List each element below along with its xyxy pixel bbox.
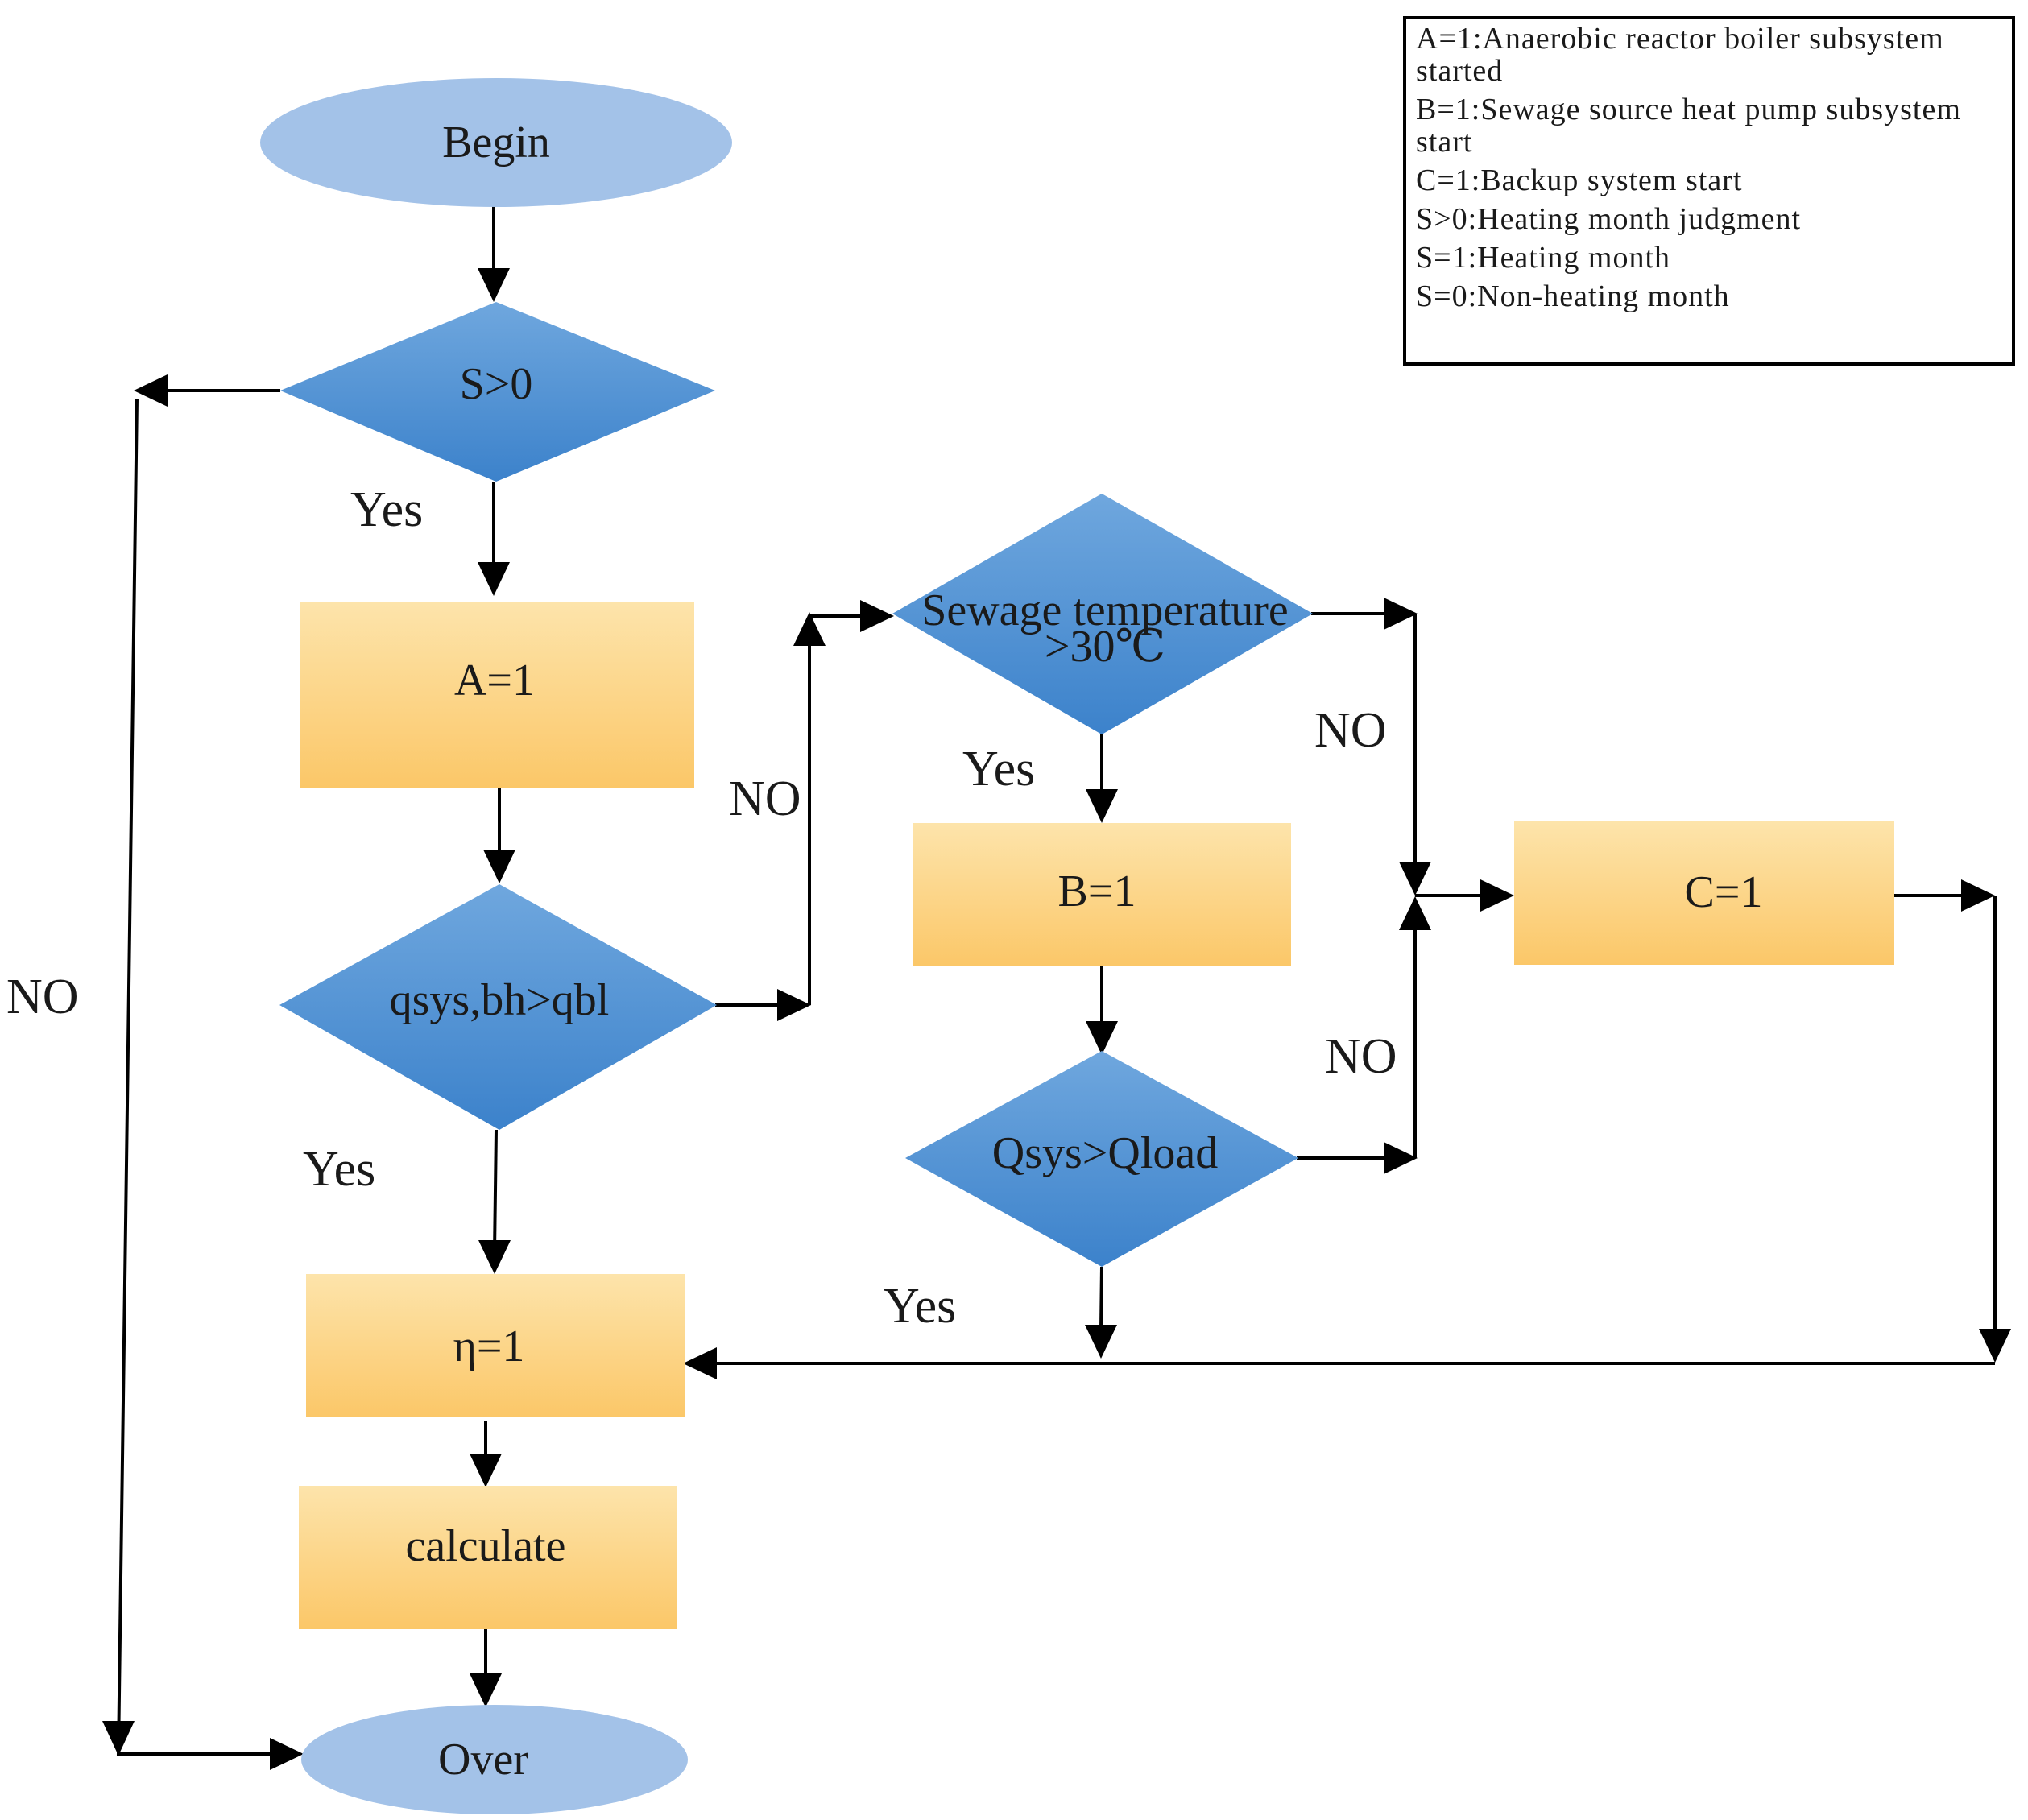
a-process-label: A=1	[454, 656, 535, 705]
arrowhead	[683, 1347, 717, 1379]
a-process	[300, 602, 694, 788]
arrowhead	[860, 600, 894, 632]
c-process	[1514, 821, 1894, 965]
edge-label-qload-no: NO	[1325, 1029, 1397, 1084]
edge-q-no	[715, 614, 862, 1007]
over-label: Over	[438, 1735, 528, 1785]
arrowhead	[1979, 1329, 2011, 1363]
edge-sewage-no	[1311, 612, 1417, 862]
calculate-process	[299, 1486, 677, 1629]
begin-terminal	[260, 78, 732, 207]
arrowhead	[102, 1721, 135, 1756]
sewage-decision	[892, 494, 1313, 734]
sewage-decision-label-1: Sewage temperature	[921, 585, 1289, 635]
legend-item: S=1:Heating month	[1416, 241, 1671, 275]
edge-qload-yes	[1099, 1266, 1103, 1330]
arrowhead	[1085, 1325, 1117, 1359]
edge-qload-no	[1297, 926, 1417, 1160]
arrowhead	[1399, 862, 1431, 896]
arrowhead	[134, 374, 168, 407]
legend-box: A=1:Anaerobic reactor boiler subsystem s…	[1403, 16, 2015, 366]
arrowhead	[470, 1454, 502, 1487]
c-process-label: C=1	[1685, 867, 1763, 917]
arrowhead	[1480, 879, 1514, 912]
legend-item: S=0:Non-heating month	[1416, 279, 1730, 313]
edge-q-yes	[493, 1129, 498, 1253]
arrowhead	[270, 1738, 304, 1770]
arrowhead	[478, 562, 510, 596]
begin-label: Begin	[442, 118, 550, 168]
edge-label-qload-yes: Yes	[884, 1279, 956, 1334]
sewage-decision-label-2: >30℃	[1045, 622, 1165, 672]
arrowhead	[793, 612, 826, 646]
legend-item: A=1:Anaerobic reactor boiler subsystem s…	[1416, 22, 1944, 88]
eta-process	[306, 1274, 685, 1417]
arrowhead	[1399, 896, 1431, 930]
edge-label-s-no: NO	[6, 970, 79, 1024]
edge-label-q-yes: Yes	[303, 1142, 375, 1197]
b-process	[913, 823, 1291, 966]
legend-item: C=1:Backup system start	[1416, 163, 1743, 197]
arrowhead	[777, 989, 811, 1021]
q-decision-label: qsys,bh>qbl	[390, 975, 610, 1025]
legend-item: B=1:Sewage source heat pump subsystem st…	[1416, 93, 1961, 159]
legend-item: S>0:Heating month judgment	[1416, 202, 1802, 236]
edge-label-sewage-yes: Yes	[962, 742, 1035, 796]
arrowhead	[1961, 879, 1995, 912]
s-decision	[280, 302, 715, 482]
arrowhead	[1384, 1142, 1418, 1174]
arrowhead	[1384, 598, 1418, 630]
over-terminal	[301, 1705, 688, 1814]
calculate-process-label: calculate	[406, 1521, 566, 1571]
qload-decision-label: Qsys>Qload	[992, 1128, 1218, 1178]
edge-label-sewage-no: NO	[1314, 703, 1387, 758]
arrowhead	[478, 1240, 511, 1274]
q-decision	[279, 884, 717, 1130]
edge-c-out	[1894, 894, 1997, 1329]
arrowhead	[478, 268, 510, 302]
qload-decision	[905, 1051, 1298, 1267]
arrowhead	[1086, 1021, 1118, 1055]
s-decision-label: S>0	[460, 359, 533, 409]
arrowhead	[483, 850, 515, 883]
b-process-label: B=1	[1058, 867, 1136, 916]
arrowhead	[1086, 789, 1118, 823]
edge-label-q-no: NO	[729, 771, 801, 826]
arrowhead	[470, 1673, 502, 1707]
edge-label-s-yes: Yes	[350, 482, 423, 537]
edge-s-no	[116, 389, 280, 1756]
eta-process-label: η=1	[453, 1322, 525, 1371]
